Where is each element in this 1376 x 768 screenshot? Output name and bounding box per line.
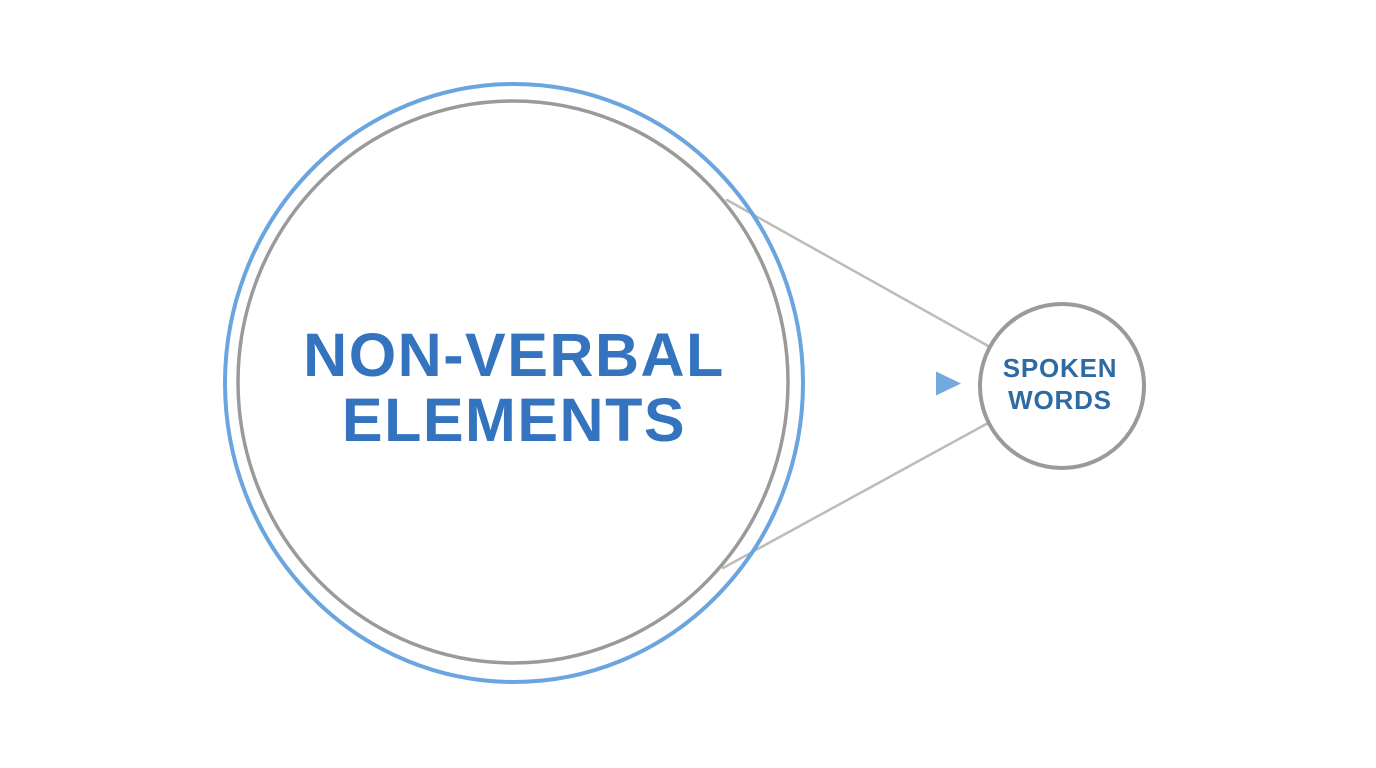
large-circle-label-line2: ELEMENTS: [342, 386, 686, 454]
upper-tangent-line: [725, 198, 992, 349]
arrow-head-icon: [936, 371, 961, 396]
small-circle-label-line2: WORDS: [1008, 385, 1112, 415]
lower-tangent-line: [721, 420, 992, 570]
large-circle-inner-ring: [236, 99, 790, 665]
flow-arrow: [828, 371, 961, 396]
large-circle-outer-ring: [223, 82, 805, 684]
small-circle-ring: [978, 302, 1146, 470]
large-circle-label-line1: NON-VERBAL: [303, 321, 725, 389]
small-circle-label-line1: SPOKEN: [1003, 353, 1118, 383]
